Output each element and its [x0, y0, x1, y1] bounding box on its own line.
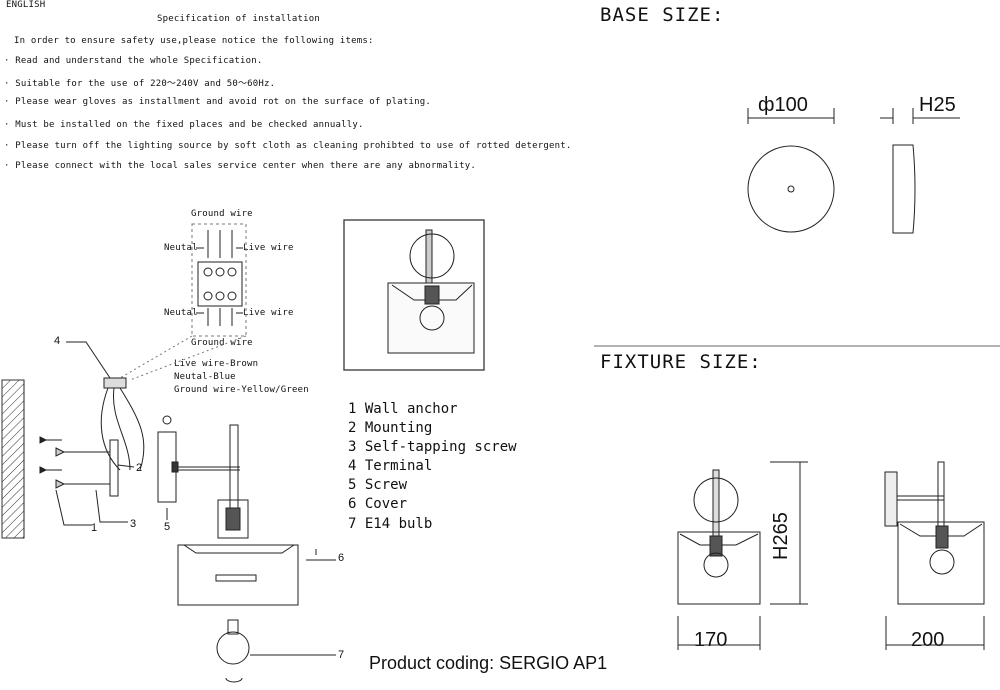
part-item: 5 Screw: [348, 477, 408, 493]
base-height-dim: H25: [919, 94, 956, 116]
callout-number: 7: [338, 649, 345, 661]
note-item: · Please wear gloves as installment and …: [4, 97, 432, 107]
language-label: ENGLISH: [6, 0, 46, 10]
note-item: · Must be installed on the fixed places …: [4, 120, 364, 130]
part-item: 6 Cover: [348, 496, 408, 512]
wire-color-legend: Live wire-Brown: [174, 359, 259, 369]
base-diameter-dim: ф100: [758, 94, 808, 116]
note-item: · Read and understand the whole Specific…: [4, 56, 263, 66]
base-size-heading: BASE SIZE:: [600, 4, 725, 26]
part-item: 2 Mounting: [348, 420, 433, 436]
spec-title: Specification of installation: [157, 14, 320, 24]
product-coding: Product coding: SERGIO AP1: [369, 653, 608, 673]
live-wire-label: Live wire: [243, 243, 294, 253]
base-size-drawing: [747, 108, 960, 234]
part-item: 1 Wall anchor: [348, 401, 458, 417]
neutral-wire-label: Neutal: [164, 308, 198, 318]
fixture-size-heading: FIXTURE SIZE:: [600, 351, 762, 373]
part-item: 3 Self-tapping screw: [348, 439, 517, 455]
wire-color-legend: Ground wire-Yellow/Green: [174, 385, 309, 395]
wire-color-legend: Neutal-Blue: [174, 372, 236, 382]
callout-number: 2: [136, 462, 143, 474]
part-item: 4 Terminal: [348, 458, 433, 474]
spec-intro: In order to ensure safety use,please not…: [14, 36, 374, 46]
callout-number: 5: [164, 521, 171, 533]
callout-number: 4: [54, 335, 61, 347]
callout-number: 1: [91, 522, 98, 534]
part-item: 7 E14 bulb: [348, 516, 433, 532]
product-illustration: [343, 219, 485, 371]
callout-number: 6: [338, 552, 345, 564]
terminal-diagram: [119, 223, 247, 381]
note-item: · Suitable for the use of 220～240V and 5…: [4, 79, 276, 89]
ground-wire-label: Ground wire: [191, 209, 253, 219]
ground-wire-label: Ground wire: [191, 338, 253, 348]
wall-section: [1, 379, 25, 539]
fixture-size-drawing: [677, 461, 985, 650]
neutral-wire-label: Neutal: [164, 243, 198, 253]
callout-number: 3: [130, 518, 137, 530]
live-wire-label: Live wire: [243, 308, 294, 318]
note-item: · Please connect with the local sales se…: [4, 161, 476, 171]
note-item: · Please turn off the lighting source by…: [4, 141, 572, 151]
installation-sketch: [1, 341, 336, 683]
